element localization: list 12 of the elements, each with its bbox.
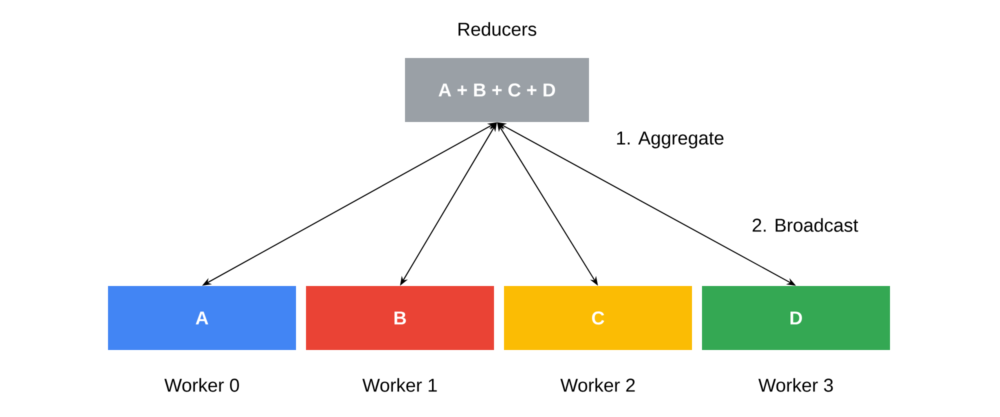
- heading: Reducers: [458, 22, 536, 36]
- process-box: B: [306, 286, 494, 350]
- step-label: 2. Broadcast: [752, 218, 858, 232]
- process-box: A + B + C + D: [405, 58, 589, 122]
- worker-label: Worker 1: [362, 378, 437, 392]
- process-box: D: [702, 286, 890, 350]
- worker-label: Worker 0: [164, 378, 239, 392]
- worker-label: Worker 2: [560, 378, 635, 392]
- process-box: C: [504, 286, 692, 350]
- step-label: 1. Aggregate: [617, 132, 724, 148]
- process-box: A: [108, 286, 296, 350]
- worker-label: Worker 3: [758, 378, 833, 392]
